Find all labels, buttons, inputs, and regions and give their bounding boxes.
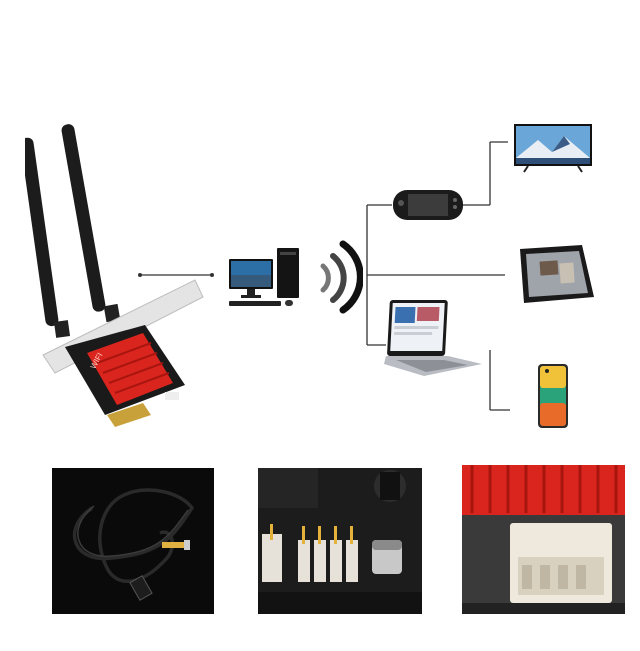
handheld-console-icon: [392, 188, 464, 222]
antenna-left: [25, 137, 71, 338]
header-connector: [165, 392, 179, 400]
laptop-icon: [384, 298, 484, 378]
motherboard-header-photo: [258, 468, 422, 614]
gold-contacts: [107, 403, 151, 427]
wifi-signal-icon: [313, 238, 363, 316]
tablet-icon: [512, 243, 596, 305]
red-heatsink: [87, 333, 173, 405]
desktop-pc-icon: [225, 245, 305, 310]
connector-closeup-photo: [462, 465, 625, 614]
antenna-right: [61, 124, 121, 323]
smartphone-icon: [537, 363, 569, 429]
wifi-card-illustration: WIFI: [25, 115, 215, 430]
tv-icon: [512, 122, 594, 174]
cable-photo: [52, 468, 214, 614]
